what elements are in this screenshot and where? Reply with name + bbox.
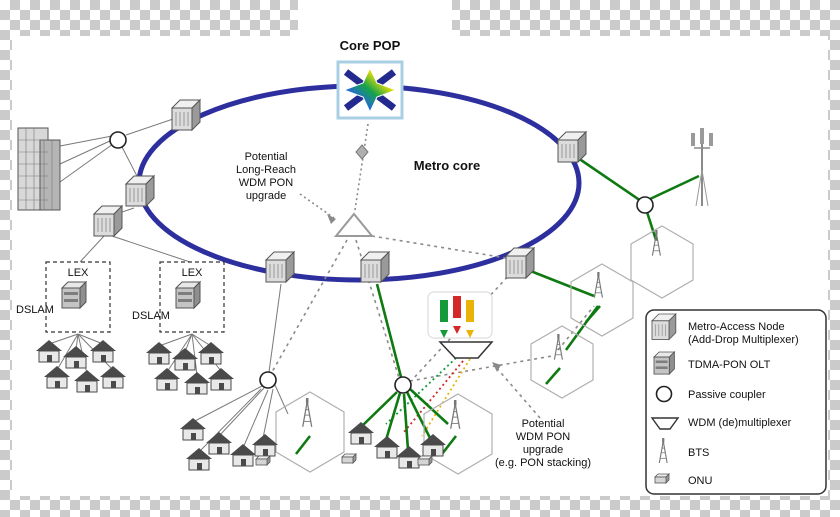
onu-icon xyxy=(417,455,433,466)
core-pop-label: Core POP xyxy=(340,38,401,53)
house-icon xyxy=(89,339,117,363)
diagram-background-top xyxy=(298,0,452,40)
legend-label: ONU xyxy=(688,475,713,487)
lex-site-left: LEX xyxy=(45,261,111,333)
onu-icon xyxy=(255,455,271,466)
house-cluster-bottom-center xyxy=(341,421,447,469)
passive-coupler-icon xyxy=(655,385,673,403)
house-icon xyxy=(185,447,213,471)
long-reach-annotation: Potential Long-Reach WDM PON upgrade xyxy=(236,151,296,202)
legend-label: Metro-Access Node xyxy=(688,321,785,333)
annotation-line: (e.g. PON stacking) xyxy=(495,457,591,469)
passive-coupler xyxy=(636,196,654,214)
house-icon xyxy=(229,443,257,467)
wdm-demultiplexer-icon xyxy=(650,417,680,430)
house-icon xyxy=(207,367,235,391)
house-icon xyxy=(183,371,211,395)
wdm-multiplexer-icon xyxy=(427,291,494,359)
metro-access-node xyxy=(557,131,587,163)
metro-access-node xyxy=(125,175,155,207)
passive-coupler xyxy=(394,376,412,394)
metro-access-node-icon xyxy=(651,313,677,340)
legend: Metro-Access Node (Add-Drop Multiplexer)… xyxy=(645,309,827,495)
annotation-line: WDM PON xyxy=(239,177,293,189)
annotation-line: Potential xyxy=(522,418,565,430)
onu-icon xyxy=(654,473,670,484)
lex-label: LEX xyxy=(68,267,89,279)
legend-label: TDMA-PON OLT xyxy=(688,359,771,371)
tdma-pon-olt-icon xyxy=(175,281,201,309)
lex-site-right: LEX xyxy=(159,261,225,333)
wdm-upgrade-annotation: Potential WDM PON upgrade (e.g. PON stac… xyxy=(495,418,591,469)
house-icon xyxy=(373,435,401,459)
metro-core-label: Metro core xyxy=(414,158,480,173)
annotation-line: WDM PON xyxy=(516,431,570,443)
metro-access-node xyxy=(171,99,201,131)
house-icon xyxy=(347,421,375,445)
annotation-line: Long-Reach xyxy=(236,164,296,176)
access-lines xyxy=(48,117,289,453)
passive-couplers xyxy=(109,131,654,394)
dslam-label: DSLAM xyxy=(132,310,170,322)
wdm-colored-links xyxy=(385,357,471,437)
house-icon xyxy=(179,417,207,441)
bts-icon xyxy=(302,397,313,428)
house-icon xyxy=(205,431,233,455)
house-icon xyxy=(62,345,90,369)
arrowhead xyxy=(327,214,336,224)
annotation-line: upgrade xyxy=(523,444,563,456)
house-icon xyxy=(251,433,279,457)
bts-icon xyxy=(553,333,563,361)
house-cluster-left xyxy=(35,339,235,395)
bts-icon xyxy=(450,399,461,430)
cell-hexagon xyxy=(423,393,493,475)
legend-label: WDM (de)multiplexer xyxy=(688,417,792,429)
bts-icon xyxy=(593,271,603,299)
cell-sites xyxy=(275,225,694,475)
metro-access-node xyxy=(265,251,295,283)
house-icon xyxy=(153,367,181,391)
core-pop-node xyxy=(336,60,404,120)
house-icon xyxy=(99,365,127,389)
passive-coupler xyxy=(259,371,277,389)
house-icon xyxy=(73,369,101,393)
metro-access-node xyxy=(505,247,535,279)
onu-icon xyxy=(341,453,357,464)
legend-label: Passive coupler xyxy=(688,389,766,401)
house-icon xyxy=(35,339,63,363)
house-icon xyxy=(145,341,173,365)
metro-access-node xyxy=(93,205,123,237)
cell-hexagon xyxy=(275,391,345,473)
cell-hexagon xyxy=(630,225,694,299)
legend-label: BTS xyxy=(688,447,709,459)
core-pop-arrows-icon xyxy=(342,66,398,114)
passive-coupler xyxy=(109,131,127,149)
cell-hexagon xyxy=(570,263,634,337)
antenna-mast xyxy=(691,128,713,207)
dslam-label: DSLAM xyxy=(16,304,54,316)
diamond-arrow-icon xyxy=(355,144,369,160)
house-icon xyxy=(43,365,71,389)
house-icon xyxy=(197,341,225,365)
metro-access-node xyxy=(360,251,390,283)
annotation-line: upgrade xyxy=(246,190,286,202)
cell-hexagon xyxy=(530,325,594,399)
tdma-pon-olt-icon xyxy=(653,351,675,375)
upgrade-dashed-links xyxy=(271,123,595,419)
office-building xyxy=(17,127,61,211)
fiber-links xyxy=(294,156,700,455)
annotation-line: Potential xyxy=(245,151,288,163)
tdma-pon-olt-icon xyxy=(61,281,87,309)
legend-label: (Add-Drop Multiplexer) xyxy=(688,334,799,346)
arrowhead xyxy=(492,362,501,372)
splitter-triangle-icon xyxy=(333,212,375,237)
lex-label: LEX xyxy=(182,267,203,279)
